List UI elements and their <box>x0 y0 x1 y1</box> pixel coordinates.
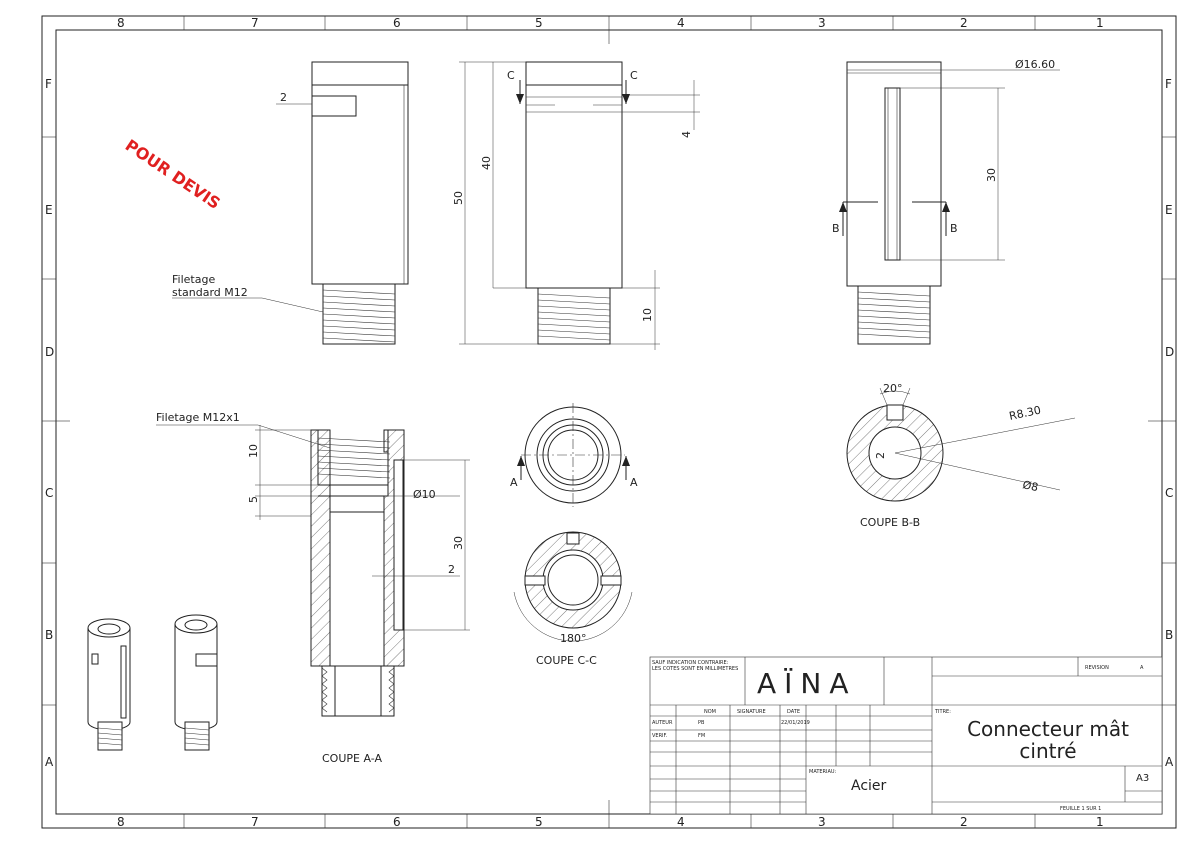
thread-m12x1-label: Filetage M12x1 <box>156 411 240 424</box>
col-signature: SIGNATURE <box>737 709 766 715</box>
front-view: 50 40 4 10 C C <box>452 61 700 350</box>
zone-col-8: 8 <box>117 16 125 30</box>
materiau-label: MATERIAU: <box>809 769 837 775</box>
dim-slot-length: 30 <box>985 168 998 182</box>
section-a-left: A <box>510 476 518 489</box>
titre-label: TITRE: <box>934 709 951 715</box>
section-cc-view: 180° COUPE C-C <box>513 531 633 667</box>
zone-col-6: 6 <box>393 16 401 30</box>
dim-bore: Ø10 <box>413 488 436 501</box>
aina-logo: ΑΪΝΑ <box>757 667 857 700</box>
zone-col-8-bottom: 8 <box>117 815 125 829</box>
zone-row-d: D <box>45 345 54 359</box>
zone-col-5: 5 <box>535 16 543 30</box>
dim-groove: 4 <box>680 131 693 138</box>
right-view: Ø16.60 30 B B <box>832 58 1060 345</box>
zone-col-4-bottom: 4 <box>677 815 685 829</box>
row-auteur: AUTEUR <box>652 720 673 726</box>
section-c-left: C <box>507 69 515 82</box>
dim-radius: R8.30 <box>1008 404 1042 423</box>
drawing-title-line-1: Connecteur mât <box>967 717 1129 741</box>
zone-row-d-right: D <box>1165 345 1174 359</box>
zone-row-e: E <box>45 203 53 217</box>
dim-dia-8: Ø8 <box>1021 478 1039 494</box>
zone-col-2: 2 <box>960 16 968 30</box>
dim-thread-depth: 10 <box>247 444 260 458</box>
section-b-left: B <box>832 222 840 235</box>
zone-row-b: B <box>45 628 53 642</box>
zone-col-3-bottom: 3 <box>818 815 826 829</box>
dim-small-2: 2 <box>874 452 887 459</box>
caption-coupe-cc: COUPE C-C <box>536 654 597 667</box>
zone-row-a: A <box>45 755 54 769</box>
dim-step: 5 <box>247 496 260 503</box>
units-note-2: LES COTES SONT EN MILLIMETRES <box>652 666 738 672</box>
zone-col-4: 4 <box>677 16 685 30</box>
units-note-1: SAUF INDICATION CONTRAIRE: <box>652 660 729 666</box>
isometric-view-2 <box>174 614 218 751</box>
dim-thread-length: 10 <box>641 308 654 322</box>
section-aa-view: 10 5 Ø10 30 2 Filetage M12x1 COUPE A-A <box>156 411 470 765</box>
sheet-frame <box>41 15 1177 829</box>
drawing-title-line-2: cintré <box>1019 739 1076 763</box>
dim-angle-20: 20° <box>883 382 903 395</box>
zone-row-f: F <box>45 77 52 91</box>
zone-col-6-bottom: 6 <box>393 815 401 829</box>
zone-row-e-right: E <box>1165 203 1173 217</box>
zone-col-1-bottom: 1 <box>1096 815 1104 829</box>
dim-diameter: Ø16.60 <box>1015 58 1055 71</box>
dim-slot-depth: 30 <box>452 536 465 550</box>
date-value: 22/01/2019 <box>781 720 810 726</box>
dim-wall: 2 <box>448 563 455 576</box>
col-nom: NOM <box>704 709 716 715</box>
caption-coupe-aa: COUPE A-A <box>322 752 382 765</box>
thread-std-label-1: Filetage <box>172 273 215 286</box>
zone-row-f-right: F <box>1165 77 1172 91</box>
caption-coupe-bb: COUPE B-B <box>860 516 920 529</box>
auteur-value: PB <box>698 720 705 726</box>
dim-overall-length: 50 <box>452 191 465 205</box>
dim-body-length: 40 <box>480 156 493 170</box>
zone-col-1: 1 <box>1096 16 1104 30</box>
zone-row-c: C <box>45 486 53 500</box>
dim-slot-width: 2 <box>280 91 287 104</box>
zone-col-3: 3 <box>818 16 826 30</box>
col-date: DATE <box>787 709 800 715</box>
zone-col-7: 7 <box>251 16 259 30</box>
materiau-value: Acier <box>851 778 887 794</box>
side-view: 2 Filetage standard M12 <box>172 61 409 345</box>
section-c-right: C <box>630 69 638 82</box>
pour-devis-stamp: POUR DEVIS <box>122 136 224 213</box>
zone-row-c-right: C <box>1165 486 1173 500</box>
revision-label: REVISION <box>1085 665 1109 671</box>
section-b-right: B <box>950 222 958 235</box>
revision-value: A <box>1140 665 1144 671</box>
title-block: SAUF INDICATION CONTRAIRE: LES COTES SON… <box>649 656 1163 815</box>
verif-value: FM <box>698 733 705 739</box>
sheet-format: A3 <box>1136 773 1149 784</box>
zone-row-b-right: B <box>1165 628 1173 642</box>
zone-col-5-bottom: 5 <box>535 815 543 829</box>
section-a-right: A <box>630 476 638 489</box>
dim-angle-180: 180° <box>560 632 587 645</box>
row-verif: VERIF. <box>652 733 668 739</box>
zone-labels: 8 7 6 5 4 3 2 1 8 7 6 5 4 3 2 1 F E D C … <box>45 16 1174 829</box>
isometric-view-1 <box>87 618 131 751</box>
zone-col-2-bottom: 2 <box>960 815 968 829</box>
thread-std-label-2: standard M12 <box>172 286 248 299</box>
zone-row-a-right: A <box>1165 755 1174 769</box>
zone-col-7-bottom: 7 <box>251 815 259 829</box>
sheet-number: FEUILLE 1 SUR 1 <box>1060 806 1101 812</box>
top-view: A A <box>510 403 638 507</box>
section-bb-view: 20° R8.30 Ø8 2 COUPE B-B <box>846 382 1076 529</box>
